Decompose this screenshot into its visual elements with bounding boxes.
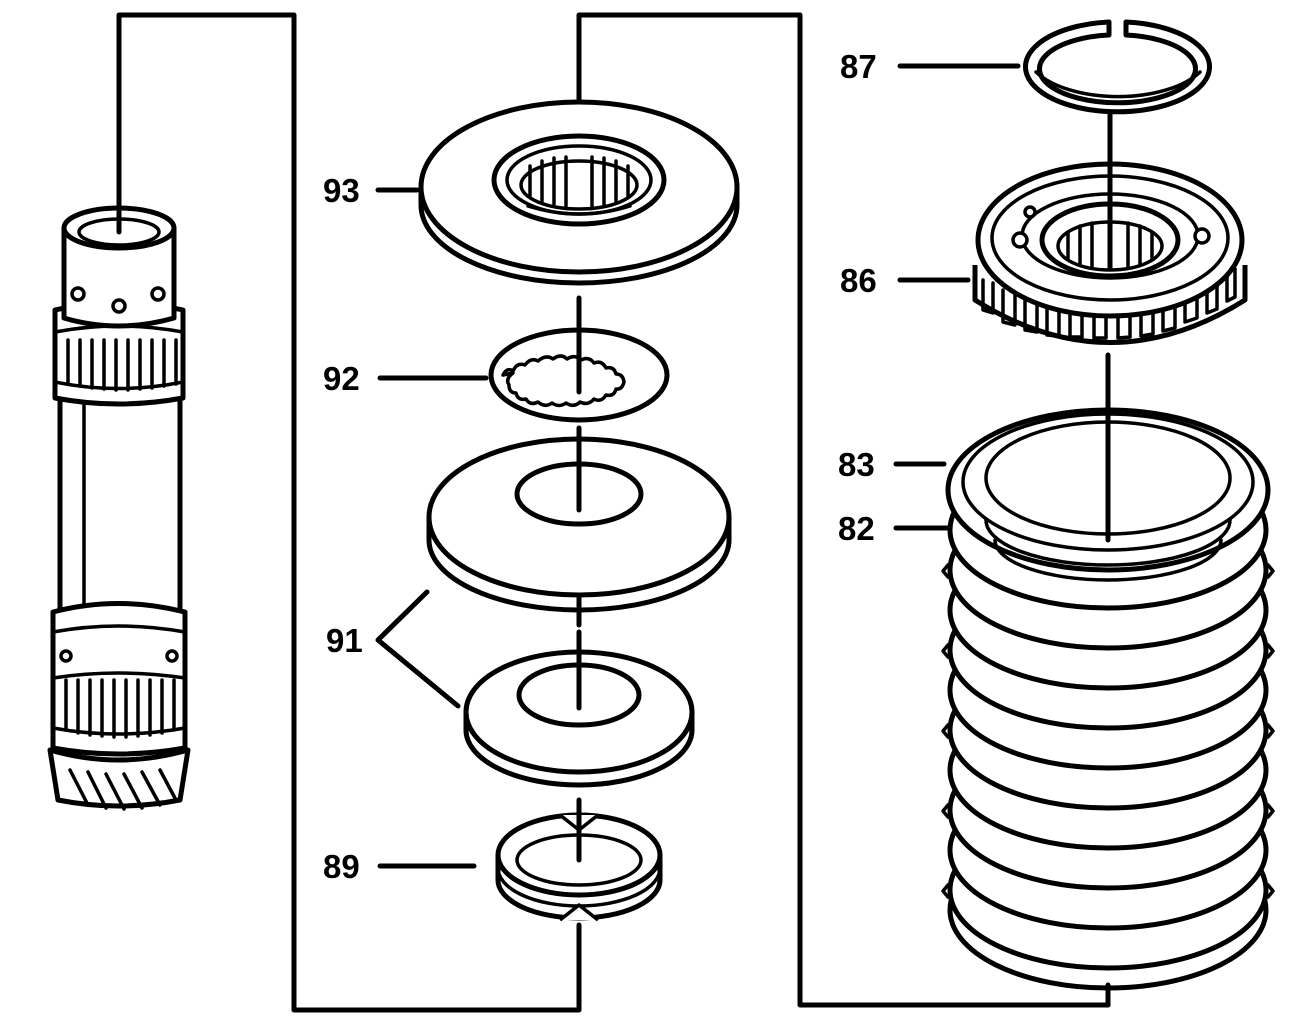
- callout-93: 93: [323, 172, 360, 209]
- part-92-spline-ring: [488, 295, 670, 423]
- part-89-split-ring: [495, 797, 663, 922]
- part-91-washer-upper: [426, 425, 732, 628]
- part-93-thrust-bearing: [418, 99, 740, 286]
- part-91-washer-lower: [463, 629, 695, 788]
- part-82-83-clutch-stack: [941, 352, 1275, 1008]
- callout-82: 82: [838, 510, 875, 547]
- part-86-carrier: [972, 109, 1248, 345]
- part-87-snap-ring: [1023, 19, 1212, 115]
- callout-86: 86: [840, 262, 877, 299]
- callout-92: 92: [323, 360, 360, 397]
- callout-91: 91: [326, 622, 363, 659]
- callout-87: 87: [840, 48, 877, 85]
- callout-89: 89: [323, 848, 360, 885]
- callout-83: 83: [838, 446, 875, 483]
- callout-leaders: [375, 63, 1021, 869]
- shaft-part: [47, 205, 191, 811]
